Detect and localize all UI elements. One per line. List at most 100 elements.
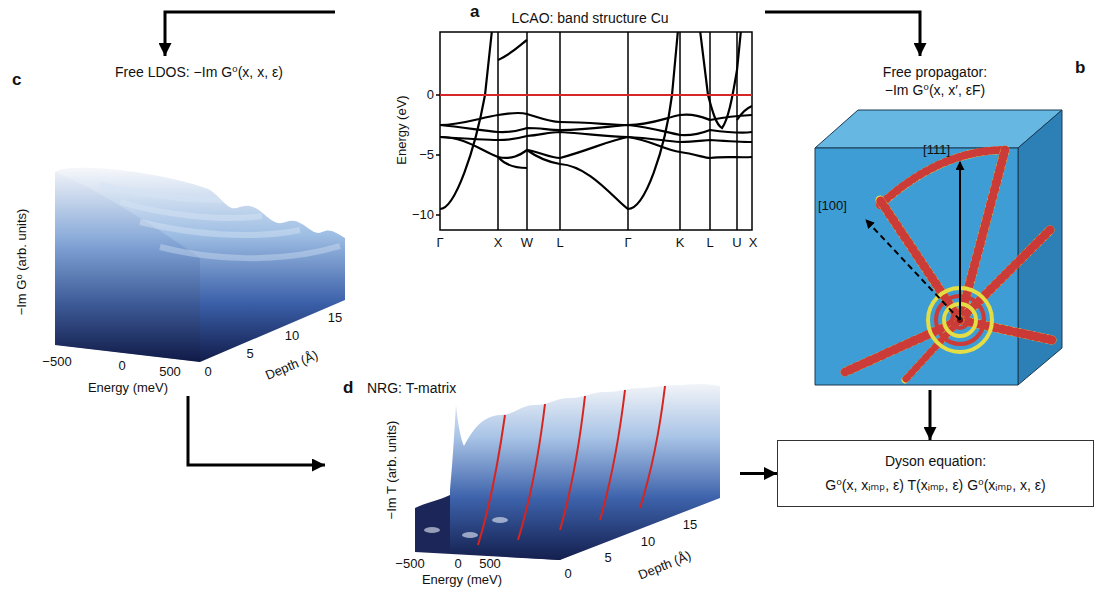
k-point-label: U <box>732 236 741 251</box>
tick-label: −500 <box>395 557 424 572</box>
tick-label: −10 <box>412 208 434 223</box>
panel-title: NRG: T-matrix <box>367 380 456 396</box>
flow-arrow <box>165 12 335 56</box>
t-matrix-surface-part-part <box>462 532 478 538</box>
equation-text: G⁰(x, xᵢₘₚ, ε) T(xᵢₘₚ, ε) G⁰(xᵢₘₚ, x, ε) <box>790 477 1081 495</box>
propagator-cube-part-part <box>960 230 1050 320</box>
band-structure-plot-part-part <box>436 94 440 96</box>
k-point-label: K <box>676 236 685 251</box>
band-structure-plot-part <box>440 94 752 96</box>
axis-title: Depth (Å) <box>263 348 320 383</box>
axis-title: Energy (meV) <box>88 381 168 396</box>
k-point-label: L <box>706 236 713 251</box>
propagator-cube-part-part <box>960 230 1050 320</box>
flow-arrow <box>929 390 932 440</box>
band-structure-plot-part-part <box>436 214 440 216</box>
panel-letter: b <box>1075 58 1085 78</box>
axis-title: −Im G⁰ (arb. units) <box>15 209 30 316</box>
axis-title: Energy (eV) <box>395 95 410 164</box>
axis-title: −Im T (arb. units) <box>385 421 400 520</box>
flow-arrow <box>765 12 920 56</box>
k-point-label: L <box>556 236 563 251</box>
band-structure-plot-part-part <box>440 132 752 142</box>
propagator-cube-part-part <box>880 200 960 320</box>
panel-letter: d <box>343 378 353 398</box>
t-matrix-surface-part-part <box>492 517 508 523</box>
ldos-surface-part <box>55 168 345 362</box>
k-point-label: Γ <box>624 236 631 251</box>
axis-title: Depth (Å) <box>636 549 693 584</box>
band-structure-plot-part-part <box>527 32 678 209</box>
tick-label: 5 <box>604 551 611 566</box>
propagator-cube-part <box>815 148 1018 385</box>
tick-label: 0 <box>564 567 571 582</box>
band-structure-plot-part-part <box>737 106 752 120</box>
tick-label: 15 <box>683 518 697 533</box>
band-structure-plot-part-part <box>440 32 492 209</box>
t-matrix-surface-part-part <box>518 404 545 540</box>
propagator-cube <box>815 110 1062 385</box>
panel-formula: −Im G⁰(x, x′, εF) <box>885 82 985 98</box>
panel-title: Free LDOS: −Im G⁰(x, x, ε) <box>115 64 283 80</box>
axis-title: Energy (meV) <box>422 573 502 588</box>
tick-label: 0 <box>427 88 434 103</box>
ldos-surface <box>55 168 345 362</box>
tick-label: 10 <box>641 535 655 550</box>
k-point-label: W <box>521 236 533 251</box>
propagator-cube-part-part <box>880 200 960 320</box>
panel-title: LCAO: band structure Cu <box>511 10 668 26</box>
t-matrix-surface-part-part <box>560 396 585 530</box>
tick-label: 0 <box>204 365 211 380</box>
band-structure-plot-part-part <box>498 157 527 168</box>
ldos-surface-part-part <box>140 222 300 235</box>
panel-letter: c <box>12 70 21 90</box>
t-matrix-surface-part-part <box>640 386 665 508</box>
direction-label: [100] <box>818 199 847 214</box>
k-point-label: Γ <box>436 236 443 251</box>
k-point-label: X <box>494 236 503 251</box>
band-structure-plot-part-part <box>440 113 752 125</box>
band-structure-plot-part-part <box>440 32 752 230</box>
band-structure-plot <box>436 30 752 230</box>
t-matrix-surface-part-part <box>600 390 625 520</box>
t-matrix-surface-part-part <box>478 415 505 545</box>
t-matrix-surface-part <box>450 384 720 560</box>
ldos-surface-part-part <box>120 202 262 218</box>
tick-label: 0 <box>118 359 125 374</box>
band-structure-plot-part <box>440 32 752 209</box>
ldos-surface-part-part <box>100 185 222 200</box>
tick-label: −5 <box>419 148 434 163</box>
flow-arrow <box>188 396 325 465</box>
band-structure-plot-part-part <box>497 32 499 230</box>
figure-panel: c Free LDOS: −Im G⁰(x, x, ε) <box>0 56 330 396</box>
process-box: Dyson equation: G⁰(x, xᵢₘₚ, ε) T(xᵢₘₚ, ε)… <box>777 440 1094 507</box>
band-structure-plot-part-part <box>736 32 738 230</box>
k-point-label: X <box>749 236 758 251</box>
tick-label: −500 <box>42 355 71 370</box>
tick-label: 500 <box>159 365 181 380</box>
tick-label: 0 <box>454 557 461 572</box>
panel-letter: a <box>470 2 479 22</box>
band-structure-plot-part-part <box>709 32 711 230</box>
tick-label: 15 <box>328 311 342 326</box>
band-structure-plot-part-part <box>559 32 561 230</box>
tick-label: 5 <box>246 347 253 362</box>
panel-title: Free propagator: <box>883 64 987 80</box>
propagator-cube-part <box>866 220 960 320</box>
tick-label: 10 <box>285 329 299 344</box>
propagator-cube-part <box>959 162 961 320</box>
t-matrix-surface-part <box>462 386 665 545</box>
band-structure-plot-part-part <box>440 125 752 135</box>
propagator-cube-part-part <box>880 150 1005 205</box>
flow-arrow <box>740 472 777 475</box>
propagator-cube-part-part <box>880 150 1005 205</box>
figure-panel: b Free propagator: −Im G⁰(x, x′, εF) <box>780 56 1095 390</box>
box-heading: Dyson equation: <box>790 453 1081 471</box>
band-structure-plot-part-part <box>679 32 681 230</box>
propagator-cube-part <box>1018 110 1062 385</box>
band-structure-plot-part-part <box>700 32 741 128</box>
direction-label: [111] <box>923 143 950 158</box>
ldos-surface-part-part <box>160 246 340 258</box>
propagator-cube-part <box>845 150 1052 380</box>
